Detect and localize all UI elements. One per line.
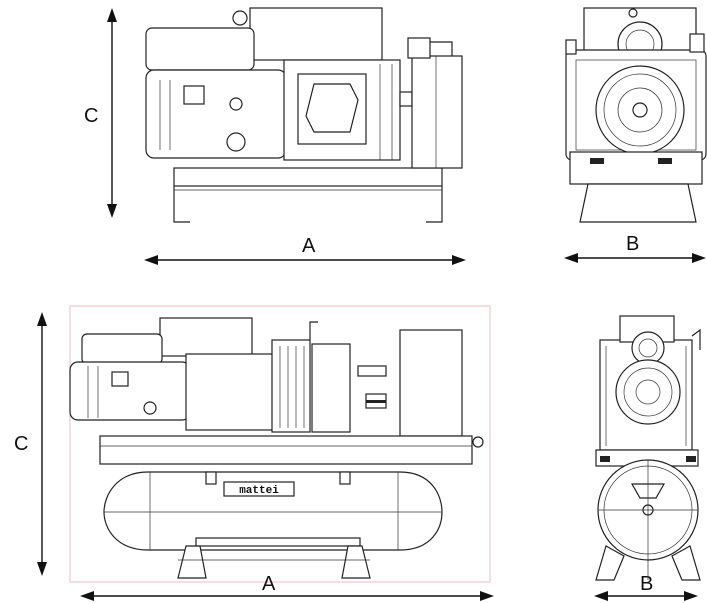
dimension-a-label-bottom: A <box>262 573 276 595</box>
base-frame <box>173 167 443 223</box>
dimension-b-arrow-top <box>564 253 706 263</box>
center-block <box>185 353 275 431</box>
dimension-b-label-bottom: B <box>640 573 653 595</box>
lifting-eye <box>232 10 248 26</box>
tank-compressor-front-view: B <box>594 315 701 601</box>
tank-foot-right <box>341 545 371 579</box>
front-foot-left <box>595 545 625 581</box>
front-motor-disc <box>595 65 685 155</box>
dimension-c-label-bottom: C <box>14 433 28 455</box>
fan-housing <box>311 343 351 433</box>
compressor-side-view: C A <box>84 7 466 265</box>
vacuum-pump-body <box>145 27 287 159</box>
mounting-rail <box>99 435 473 465</box>
dryer-cabinet <box>399 329 463 437</box>
dimension-a-label-top: A <box>302 235 316 257</box>
front-lower-frame <box>569 151 703 185</box>
front-base <box>579 183 697 223</box>
top-hood <box>249 7 383 61</box>
brand-label: mattei <box>239 485 279 497</box>
front-foot-right <box>671 545 701 581</box>
compressor-front-view: B <box>564 7 707 263</box>
tank-foot-left <box>177 545 207 579</box>
brand-plate <box>223 481 295 497</box>
dimension-a-arrow-top <box>144 255 466 265</box>
dimension-b-arrow-bottom <box>594 591 698 601</box>
envelope-outline <box>69 305 491 583</box>
air-tank: mattei <box>103 471 443 551</box>
dimension-c-arrow-bottom <box>37 312 47 576</box>
air-filter <box>399 37 463 169</box>
valve-block <box>357 365 387 377</box>
dimension-c-arrow-top <box>107 8 117 218</box>
dimension-a-arrow-bottom <box>80 591 494 601</box>
motor-block <box>283 59 401 161</box>
front-motor-disc-bottom <box>615 359 681 425</box>
dimension-b-label-top: B <box>626 233 639 255</box>
pump-group <box>69 317 463 437</box>
dimension-c-label-top: C <box>84 105 98 127</box>
tank-compressor-side-view: C A <box>14 305 494 601</box>
pump-hood <box>159 317 253 357</box>
